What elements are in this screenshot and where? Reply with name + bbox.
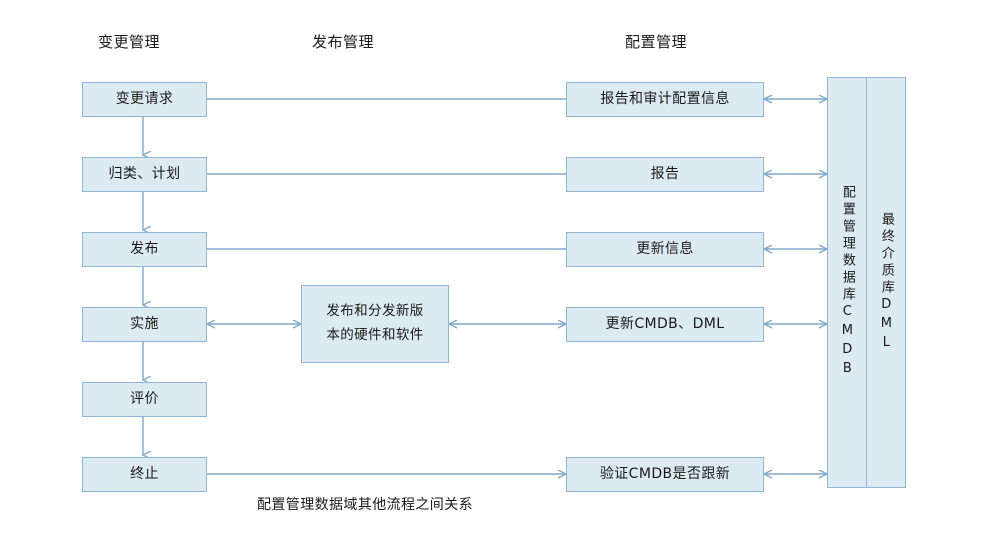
process-box-classify-plan[interactable]: 归类、计划 [82,157,207,192]
process-box-terminate[interactable]: 终止 [82,457,207,492]
repository-dml[interactable]: 最终介质库DML [866,77,906,488]
release-box-line-1: 发布和分发新版 [326,303,424,320]
column-header-change-management: 变更管理 [98,33,161,51]
repository-cmdb-label: 配置管理数据库CMDB [839,185,855,380]
release-box-line-2: 本的硬件和软件 [326,327,424,343]
process-box-evaluate[interactable]: 评价 [82,382,207,417]
diagram-caption: 配置管理数据域其他流程之间关系 [257,497,473,513]
process-box-release-distribute-hw-sw[interactable]: 发布和分发新版 本的硬件和软件 [301,285,449,363]
process-box-implement[interactable]: 实施 [82,307,207,342]
column-header-release-management: 发布管理 [312,33,375,51]
process-box-change-request[interactable]: 变更请求 [82,82,207,117]
column-header-configuration-management: 配置管理 [625,33,688,51]
repository-dml-label: 最终介质库DML [878,211,894,354]
process-box-update-cmdb-dml[interactable]: 更新CMDB、DML [566,307,764,342]
process-box-verify-cmdb-updated[interactable]: 验证CMDB是否跟新 [566,457,764,492]
process-box-report-and-audit-config-info[interactable]: 报告和审计配置信息 [566,82,764,117]
process-box-report[interactable]: 报告 [566,157,764,192]
process-box-release[interactable]: 发布 [82,232,207,267]
process-box-update-info[interactable]: 更新信息 [566,232,764,267]
repository-cmdb[interactable]: 配置管理数据库CMDB [827,77,867,488]
